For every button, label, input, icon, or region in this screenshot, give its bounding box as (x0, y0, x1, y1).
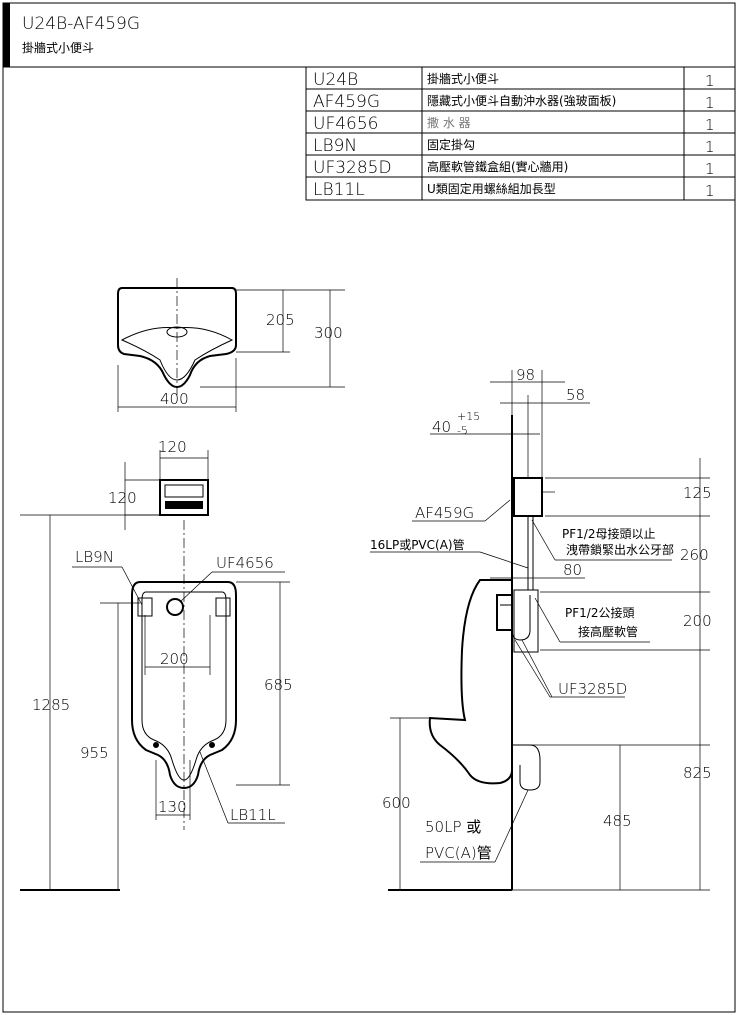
drain-trap (512, 744, 541, 791)
part-desc: 隱藏式小便斗自動沖水器(強玻面板) (427, 94, 616, 108)
part-desc: 撒 水 器 (427, 115, 471, 130)
urinal-side-outline (428, 579, 513, 785)
flush-valve-box (513, 477, 543, 517)
drawing-title: U24B-AF459G (22, 14, 140, 34)
label-uf4656: UF4656 (216, 554, 274, 572)
part-code: U24B (313, 70, 358, 90)
dim-200-side: 200 (683, 612, 712, 630)
part-qty: 1 (705, 72, 715, 90)
side-view: 98 58 40 +15 -5 125 260 200 825 485 600 … (370, 366, 712, 891)
part-code: LB9N (313, 136, 357, 156)
label-lb11l: LB11L (230, 806, 276, 824)
dim-260: 260 (680, 546, 709, 564)
dim-955: 955 (80, 744, 109, 762)
note-male-joint-1: PF1/2公接頭 (565, 605, 634, 620)
part-desc: U類固定用螺絲組加長型 (427, 181, 556, 196)
dim-58: 58 (566, 386, 585, 404)
dim-685: 685 (264, 676, 293, 694)
urinal-front-outline (131, 581, 237, 790)
label-drain-1: 50LP 或 (425, 818, 481, 836)
note-female-joint-1: PF1/2母接頭以止 (562, 526, 655, 541)
table-row: LB9N 固定掛勾 1 (313, 136, 715, 156)
drawing-subtitle: 掛牆式小便斗 (22, 40, 94, 55)
tolerance-minus: -5 (457, 424, 468, 437)
dim-200: 200 (160, 650, 189, 668)
dim-98: 98 (516, 366, 535, 384)
dim-600: 600 (382, 794, 411, 812)
part-qty: 1 (705, 182, 715, 200)
table-row: AF459G 隱藏式小便斗自動沖水器(強玻面板) 1 (313, 92, 715, 112)
dim-120-width: 120 (158, 438, 187, 456)
part-qty: 1 (705, 94, 715, 112)
dim-825: 825 (683, 764, 712, 782)
dim-130: 130 (158, 798, 187, 816)
part-desc: 高壓軟管鐵盒組(實心牆用) (427, 159, 568, 174)
dim-1285: 1285 (32, 696, 70, 714)
dim-40: 40 (432, 418, 451, 436)
dim-120-height: 120 (108, 489, 137, 507)
label-pipe-16lp: 16LP或PVC(A)管 (370, 537, 465, 552)
table-row: UF3285D 高壓軟管鐵盒組(實心牆用) 1 (313, 158, 715, 178)
tolerance-plus: +15 (457, 410, 480, 423)
dim-485: 485 (603, 812, 632, 830)
label-uf3285d: UF3285D (558, 680, 627, 698)
note-female-joint-2: 洩帶鎖緊出水公牙部 (566, 542, 674, 557)
note-male-joint-2: 接高壓軟管 (578, 624, 638, 639)
title-bar-accent (3, 3, 10, 67)
part-desc: 掛牆式小便斗 (427, 71, 499, 86)
dim-205: 205 (266, 311, 295, 329)
sensor-window (165, 501, 203, 509)
parts-table: U24B 掛牆式小便斗 1 AF459G 隱藏式小便斗自動沖水器(強玻面板) 1… (305, 66, 736, 201)
part-desc: 固定掛勾 (427, 137, 475, 152)
table-row: U24B 掛牆式小便斗 1 (313, 70, 715, 90)
part-qty: 1 (705, 160, 715, 178)
part-code: UF4656 (313, 114, 379, 134)
dim-125: 125 (683, 484, 712, 502)
label-drain-2: PVC(A)管 (425, 844, 492, 862)
dim-80: 80 (563, 561, 582, 579)
front-view: 120 120 1285 955 685 200 130 LB9N (20, 438, 293, 891)
label-lb9n: LB9N (75, 548, 114, 566)
label-af459g: AF459G (415, 504, 474, 522)
table-row: LB11L U類固定用螺絲組加長型 1 (313, 180, 715, 200)
flush-valve-panel (159, 479, 209, 516)
part-qty: 1 (705, 116, 715, 134)
hose-box (513, 589, 539, 653)
part-qty: 1 (705, 138, 715, 156)
top-view: 205 300 400 (117, 278, 345, 412)
table-row: UF4656 撒 水 器 1 (313, 114, 715, 134)
dim-400: 400 (160, 390, 189, 408)
dim-300: 300 (314, 324, 343, 342)
part-code: LB11L (313, 180, 365, 200)
spreader-icon (166, 598, 184, 616)
part-code: AF459G (313, 92, 380, 112)
part-code: UF3285D (313, 158, 392, 178)
